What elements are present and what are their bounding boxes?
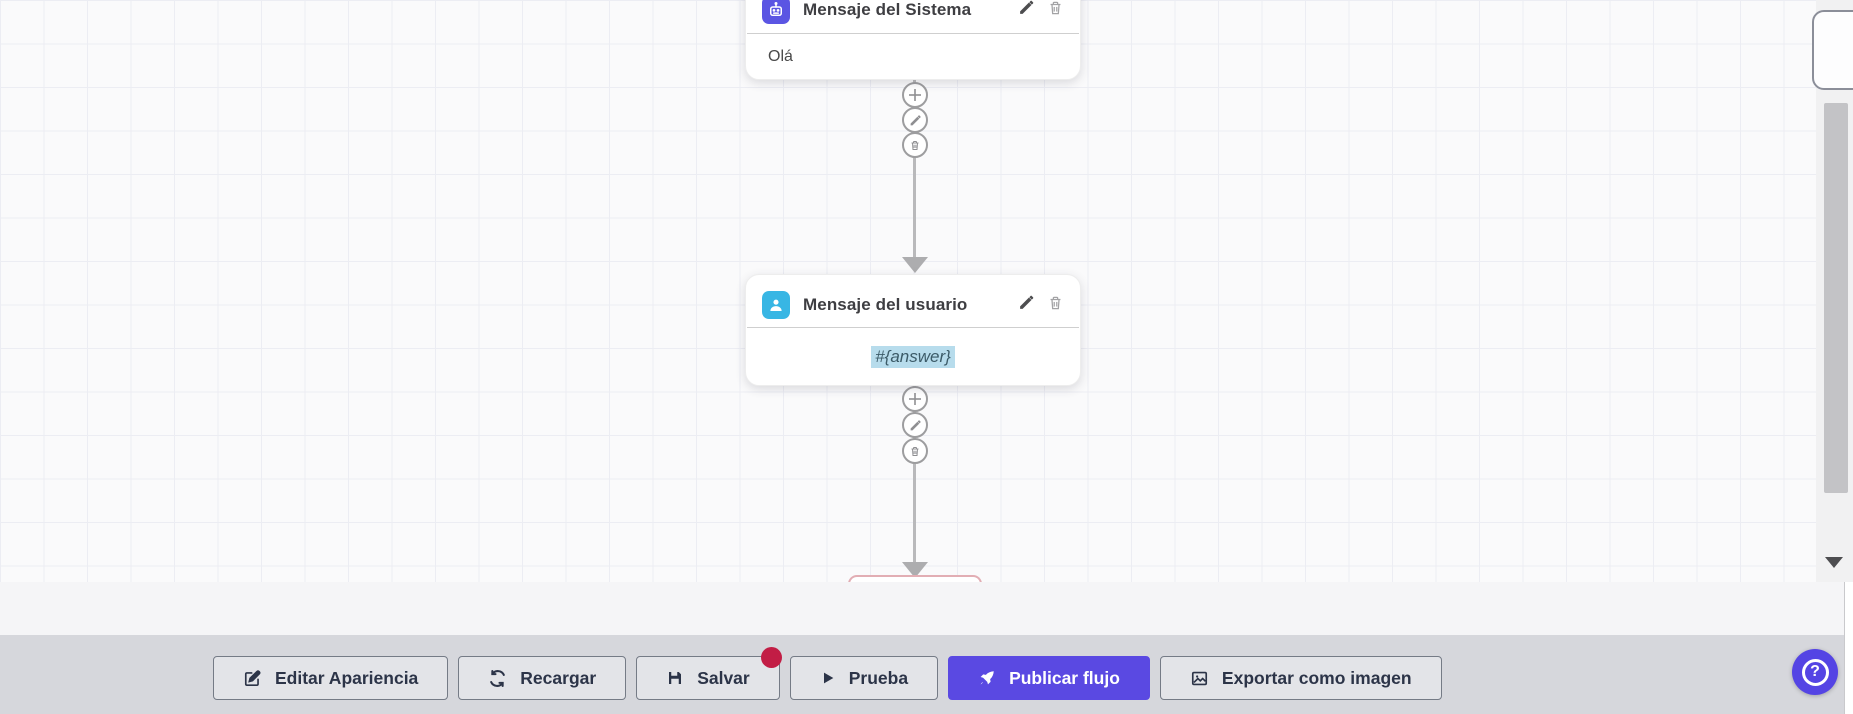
node-body-text: Olá (768, 48, 793, 65)
node-user-message[interactable]: Mensaje del usuario #{answer} (745, 274, 1081, 386)
bottom-toolbar: Editar Apariencia Recargar (0, 635, 1844, 714)
edit-square-icon (243, 669, 262, 688)
edit-connection-button[interactable] (902, 412, 928, 438)
connector-arrowhead (902, 257, 928, 273)
add-node-button[interactable] (902, 82, 928, 108)
node-divider (747, 327, 1079, 328)
reload-button[interactable]: Recargar (458, 656, 627, 700)
node-title: Mensaje del Sistema (803, 0, 972, 19)
image-icon (1190, 669, 1209, 688)
button-label: Exportar como imagen (1221, 667, 1412, 688)
unsaved-changes-badge (760, 647, 782, 668)
connector-line (913, 382, 916, 563)
button-label: Editar Apariencia (275, 667, 419, 688)
clipped-next-node (848, 575, 982, 582)
node-divider (747, 33, 1079, 34)
node-header: Mensaje del usuario (746, 275, 1080, 327)
connector-line (913, 70, 916, 258)
add-node-button[interactable] (902, 386, 928, 412)
rocket-icon (978, 669, 996, 687)
robot-icon (762, 0, 790, 24)
refresh-icon (488, 669, 507, 688)
clipped-corner-panel (1812, 10, 1853, 90)
node-system-message[interactable]: Mensaje del Sistema Olá (745, 0, 1081, 80)
question-icon: ? (1801, 658, 1829, 686)
help-button[interactable]: ? (1792, 649, 1838, 695)
node-header: Mensaje del Sistema (746, 0, 1080, 33)
answer-variable-chip[interactable]: #{answer} (871, 346, 955, 368)
button-label: Recargar (520, 667, 597, 688)
pencil-icon[interactable] (1018, 0, 1035, 21)
user-icon (762, 291, 790, 319)
scroll-down-arrow-icon[interactable] (1825, 557, 1843, 568)
button-label: Prueba (848, 667, 909, 688)
edit-appearance-button[interactable]: Editar Apariencia (213, 656, 449, 700)
edit-connection-button[interactable] (902, 107, 928, 133)
trash-icon[interactable] (1047, 294, 1064, 317)
button-label: Publicar flujo (1009, 667, 1120, 688)
canvas-footer-strip (0, 582, 1853, 635)
trash-icon[interactable] (1047, 0, 1064, 22)
pencil-icon[interactable] (1018, 294, 1035, 316)
node-title: Mensaje del usuario (803, 295, 968, 314)
delete-connection-button[interactable] (902, 132, 928, 158)
export-image-button[interactable]: Exportar como imagen (1159, 656, 1442, 700)
connector-arrowhead (902, 562, 928, 578)
delete-connection-button[interactable] (902, 438, 928, 464)
publish-flow-button[interactable]: Publicar flujo (948, 656, 1150, 700)
test-button[interactable]: Prueba (789, 656, 939, 700)
flow-canvas[interactable]: Mensaje del Sistema Olá (0, 0, 1853, 582)
button-label: Salvar (697, 667, 750, 688)
save-button[interactable]: Salvar (636, 647, 782, 700)
vertical-scrollbar[interactable] (1816, 0, 1853, 582)
play-icon (820, 670, 836, 686)
save-icon (666, 669, 684, 687)
scrollbar-thumb[interactable] (1824, 103, 1848, 493)
right-edge-rail (1844, 582, 1853, 714)
